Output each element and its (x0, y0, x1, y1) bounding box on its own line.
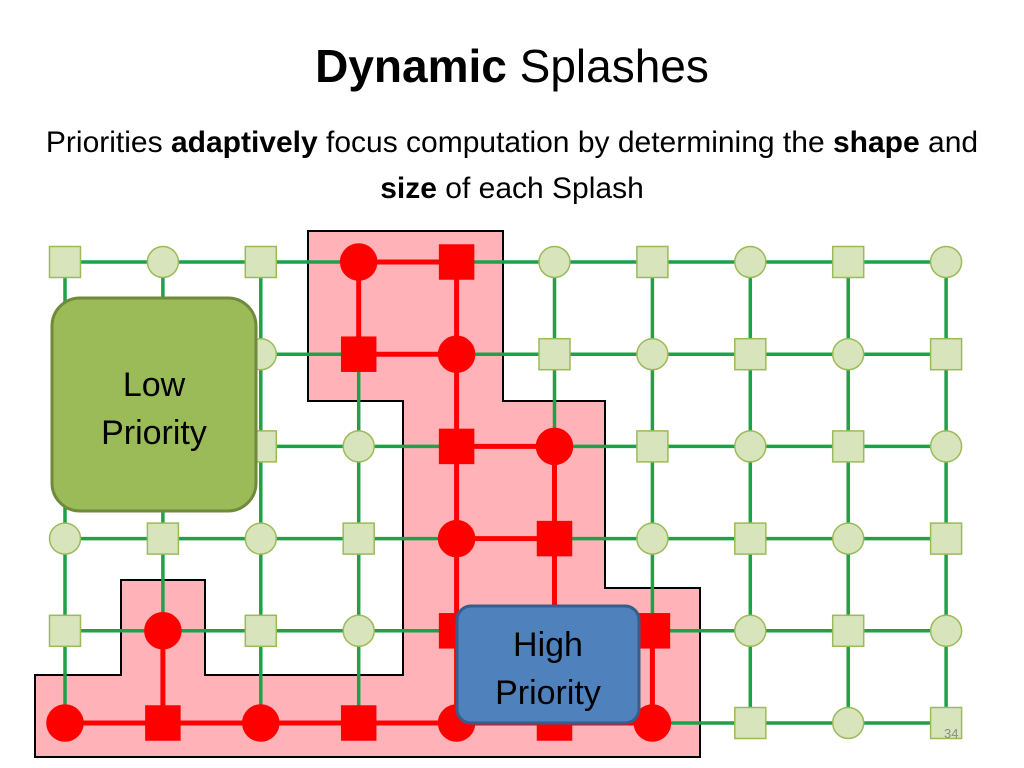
active-square-node (536, 520, 573, 557)
high-priority-label-line1: High (513, 626, 583, 664)
grid-square-node (734, 337, 767, 371)
grid-circle-node (734, 614, 767, 648)
grid-circle-node (734, 245, 767, 279)
active-square-node (340, 336, 377, 372)
low-priority-label-line1: Low (123, 366, 186, 404)
high-priority-box: High Priority (455, 604, 641, 725)
subtitle-emphasis-adaptively: adaptively (170, 126, 318, 159)
grid-circle-node (831, 522, 865, 555)
grid-circle-node (831, 706, 865, 740)
grid-circle-node (538, 245, 571, 279)
grid-square-node (929, 522, 963, 555)
grid-square-node (244, 614, 278, 648)
high-priority-label-line2: Priority (495, 674, 601, 712)
grid-circle-node (929, 245, 963, 279)
low-priority-box-bg (50, 296, 258, 513)
slide-number: 34 (944, 726, 959, 741)
grid-circle-node (48, 522, 82, 555)
grid-square-node (342, 522, 375, 555)
active-circle-node (437, 519, 476, 558)
title-bold: Dynamic (315, 40, 507, 92)
grid-circle-node (342, 430, 375, 463)
high-priority-box-bg (455, 604, 641, 725)
grid-square-node (831, 430, 865, 463)
active-square-node (340, 705, 377, 741)
subtitle-part: focus computation by determining the (317, 126, 833, 159)
grid-circle-node (342, 614, 375, 648)
grid-nodes (46, 243, 963, 742)
active-circle-node (242, 704, 280, 742)
active-circle-node (144, 612, 182, 650)
grid-square-node (831, 245, 865, 279)
grid-square-node (929, 706, 963, 740)
active-circle-node (535, 427, 574, 466)
grid-circle-node (146, 245, 180, 279)
active-square-node (438, 428, 475, 465)
grid-circle-node (636, 337, 669, 371)
low-priority-box: Low Priority (50, 296, 258, 513)
active-circle-node (633, 704, 672, 742)
grid-square-node (636, 245, 669, 279)
grid-square-node (48, 245, 82, 279)
grid-circle-node (929, 614, 963, 648)
grid-square-node (146, 522, 180, 555)
grid-square-node (734, 522, 767, 555)
grid-square-node (538, 337, 571, 371)
grid-square-node (48, 614, 82, 648)
grid-square-node (734, 706, 767, 740)
slide-subtitle: Priorities adaptively focus computation … (40, 120, 984, 212)
slide-title: Dynamic Splashes (0, 38, 1024, 94)
active-square-node (145, 705, 181, 741)
grid-circle-node (734, 430, 767, 463)
subtitle-part: of each Splash (436, 172, 644, 205)
active-circle-node (339, 243, 378, 281)
grid-circle-node (636, 522, 669, 555)
grid-circle-node (929, 430, 963, 463)
title-rest: Splashes (506, 40, 709, 92)
low-priority-label-line2: Priority (101, 414, 207, 452)
active-circle-node (437, 335, 476, 373)
subtitle-emphasis-size: size (380, 172, 437, 205)
grid-circle-node (831, 337, 865, 371)
grid-square-node (636, 430, 669, 463)
grid-circle-node (244, 522, 278, 555)
active-circle-node (46, 704, 84, 742)
subtitle-part: and (919, 126, 979, 159)
grid-square-node (831, 614, 865, 648)
grid-square-node (244, 245, 278, 279)
active-square-node (438, 244, 475, 280)
subtitle-emphasis-shape: shape (832, 126, 920, 159)
subtitle-part: Priorities (45, 126, 171, 159)
grid-square-node (929, 337, 963, 371)
